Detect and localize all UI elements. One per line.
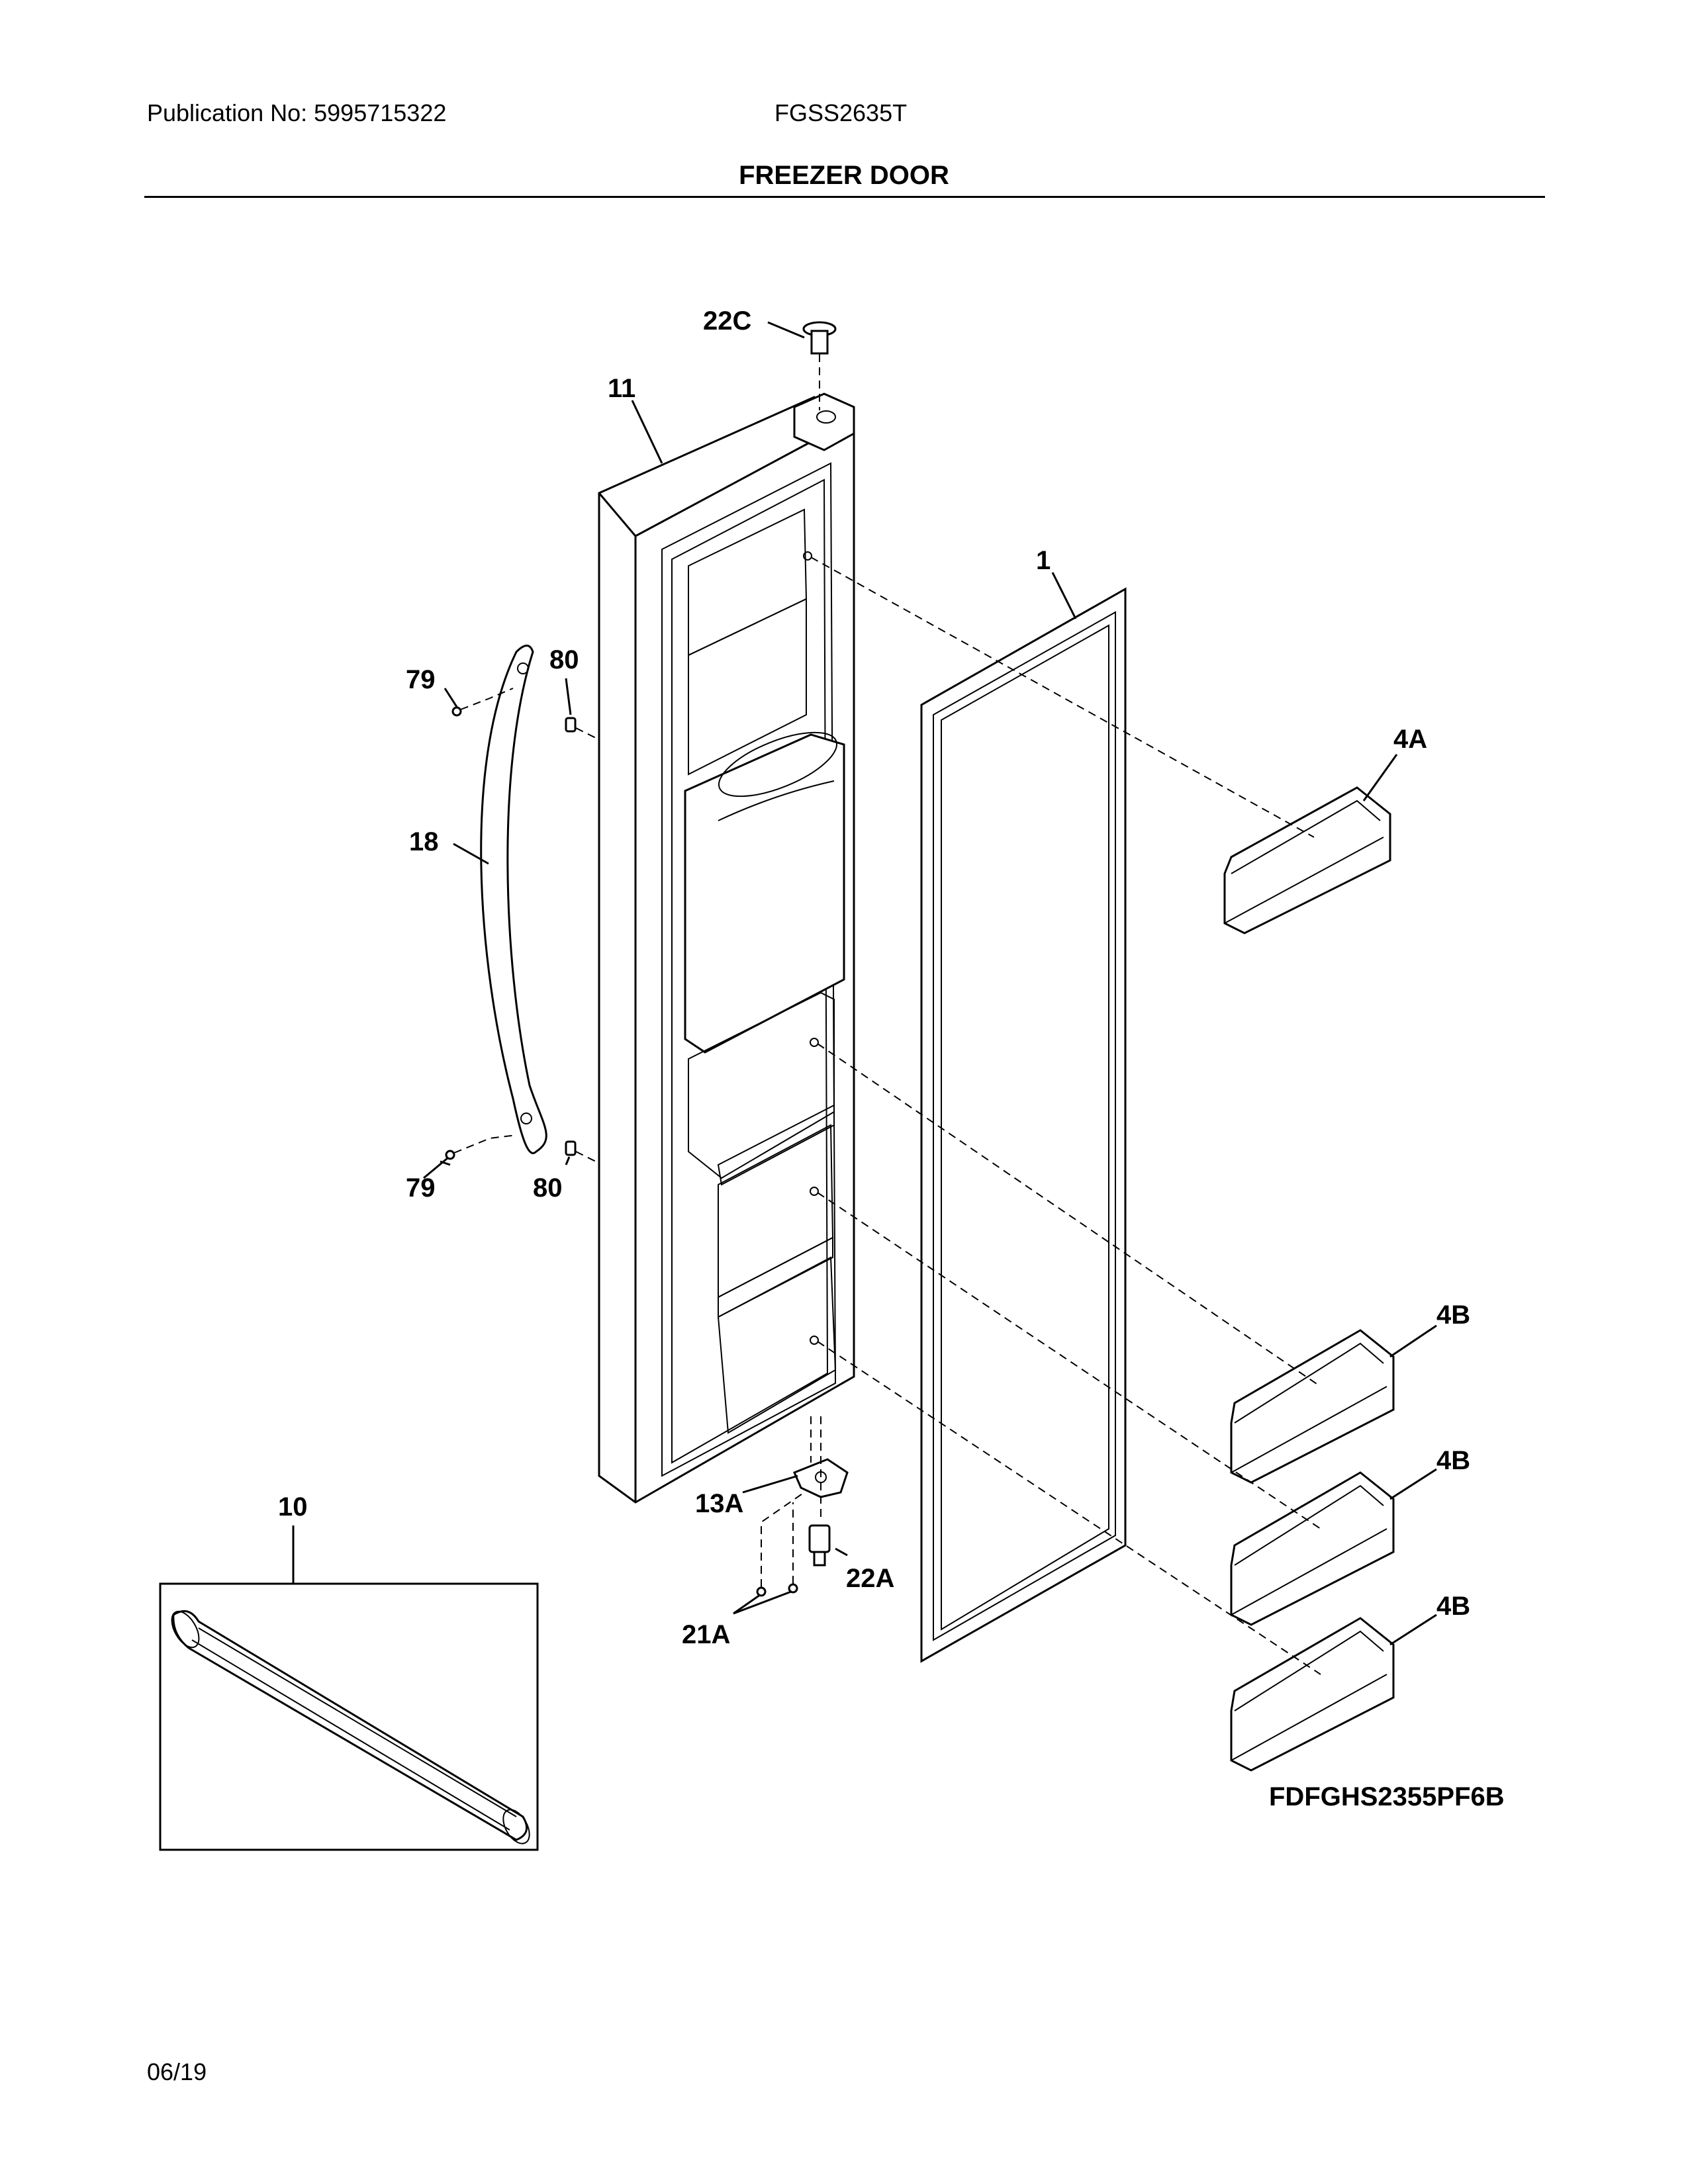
figure-code: FDFGHS2355PF6B — [1269, 1782, 1505, 1811]
bin-4b-bottom — [1230, 1617, 1395, 1772]
callout-79-lower: 79 — [406, 1173, 436, 1203]
freezer-door-panel — [598, 392, 855, 1504]
callout-4a: 4A — [1393, 725, 1427, 754]
revision-date: 06/19 — [147, 2058, 207, 2085]
callout-4b-bottom: 4B — [1436, 1592, 1470, 1621]
publication-number: Publication No: 5995715322 — [147, 99, 447, 126]
bottom-hinge-parts — [756, 1416, 849, 1597]
model-number: FGSS2635T — [774, 99, 908, 126]
callout-4b-top: 4B — [1436, 1300, 1470, 1330]
callout-1: 1 — [1036, 546, 1051, 575]
bin-alignment-lines — [810, 557, 1321, 1675]
callout-21a: 21A — [682, 1620, 730, 1649]
callout-11: 11 — [608, 374, 635, 403]
header-rule — [144, 196, 1545, 198]
door-bins — [1223, 786, 1395, 1772]
callout-80-upper: 80 — [549, 645, 579, 674]
top-hinge-pin — [802, 321, 837, 410]
callout-80-lower: 80 — [533, 1173, 563, 1203]
bin-4b-top — [1230, 1329, 1395, 1484]
callout-18: 18 — [409, 827, 439, 856]
callout-4b-middle: 4B — [1436, 1446, 1470, 1475]
leader-lines — [292, 321, 1437, 1646]
callout-22a: 22A — [846, 1564, 894, 1593]
callout-13a: 13A — [695, 1489, 743, 1518]
callout-labels: 22C 11 1 79 80 4A 18 79 80 4B 10 13A 4B … — [278, 306, 1505, 1811]
door-handle — [480, 645, 547, 1154]
bin-4a — [1223, 786, 1391, 934]
callout-79-upper: 79 — [406, 665, 436, 694]
tube-inset-box — [159, 1582, 539, 1851]
door-gasket — [920, 587, 1127, 1663]
callout-22c: 22C — [703, 306, 751, 336]
bin-4b-middle — [1230, 1471, 1395, 1626]
callout-10: 10 — [278, 1492, 308, 1522]
handle-fasteners — [445, 688, 596, 1162]
section-title: FREEZER DOOR — [739, 161, 949, 190]
